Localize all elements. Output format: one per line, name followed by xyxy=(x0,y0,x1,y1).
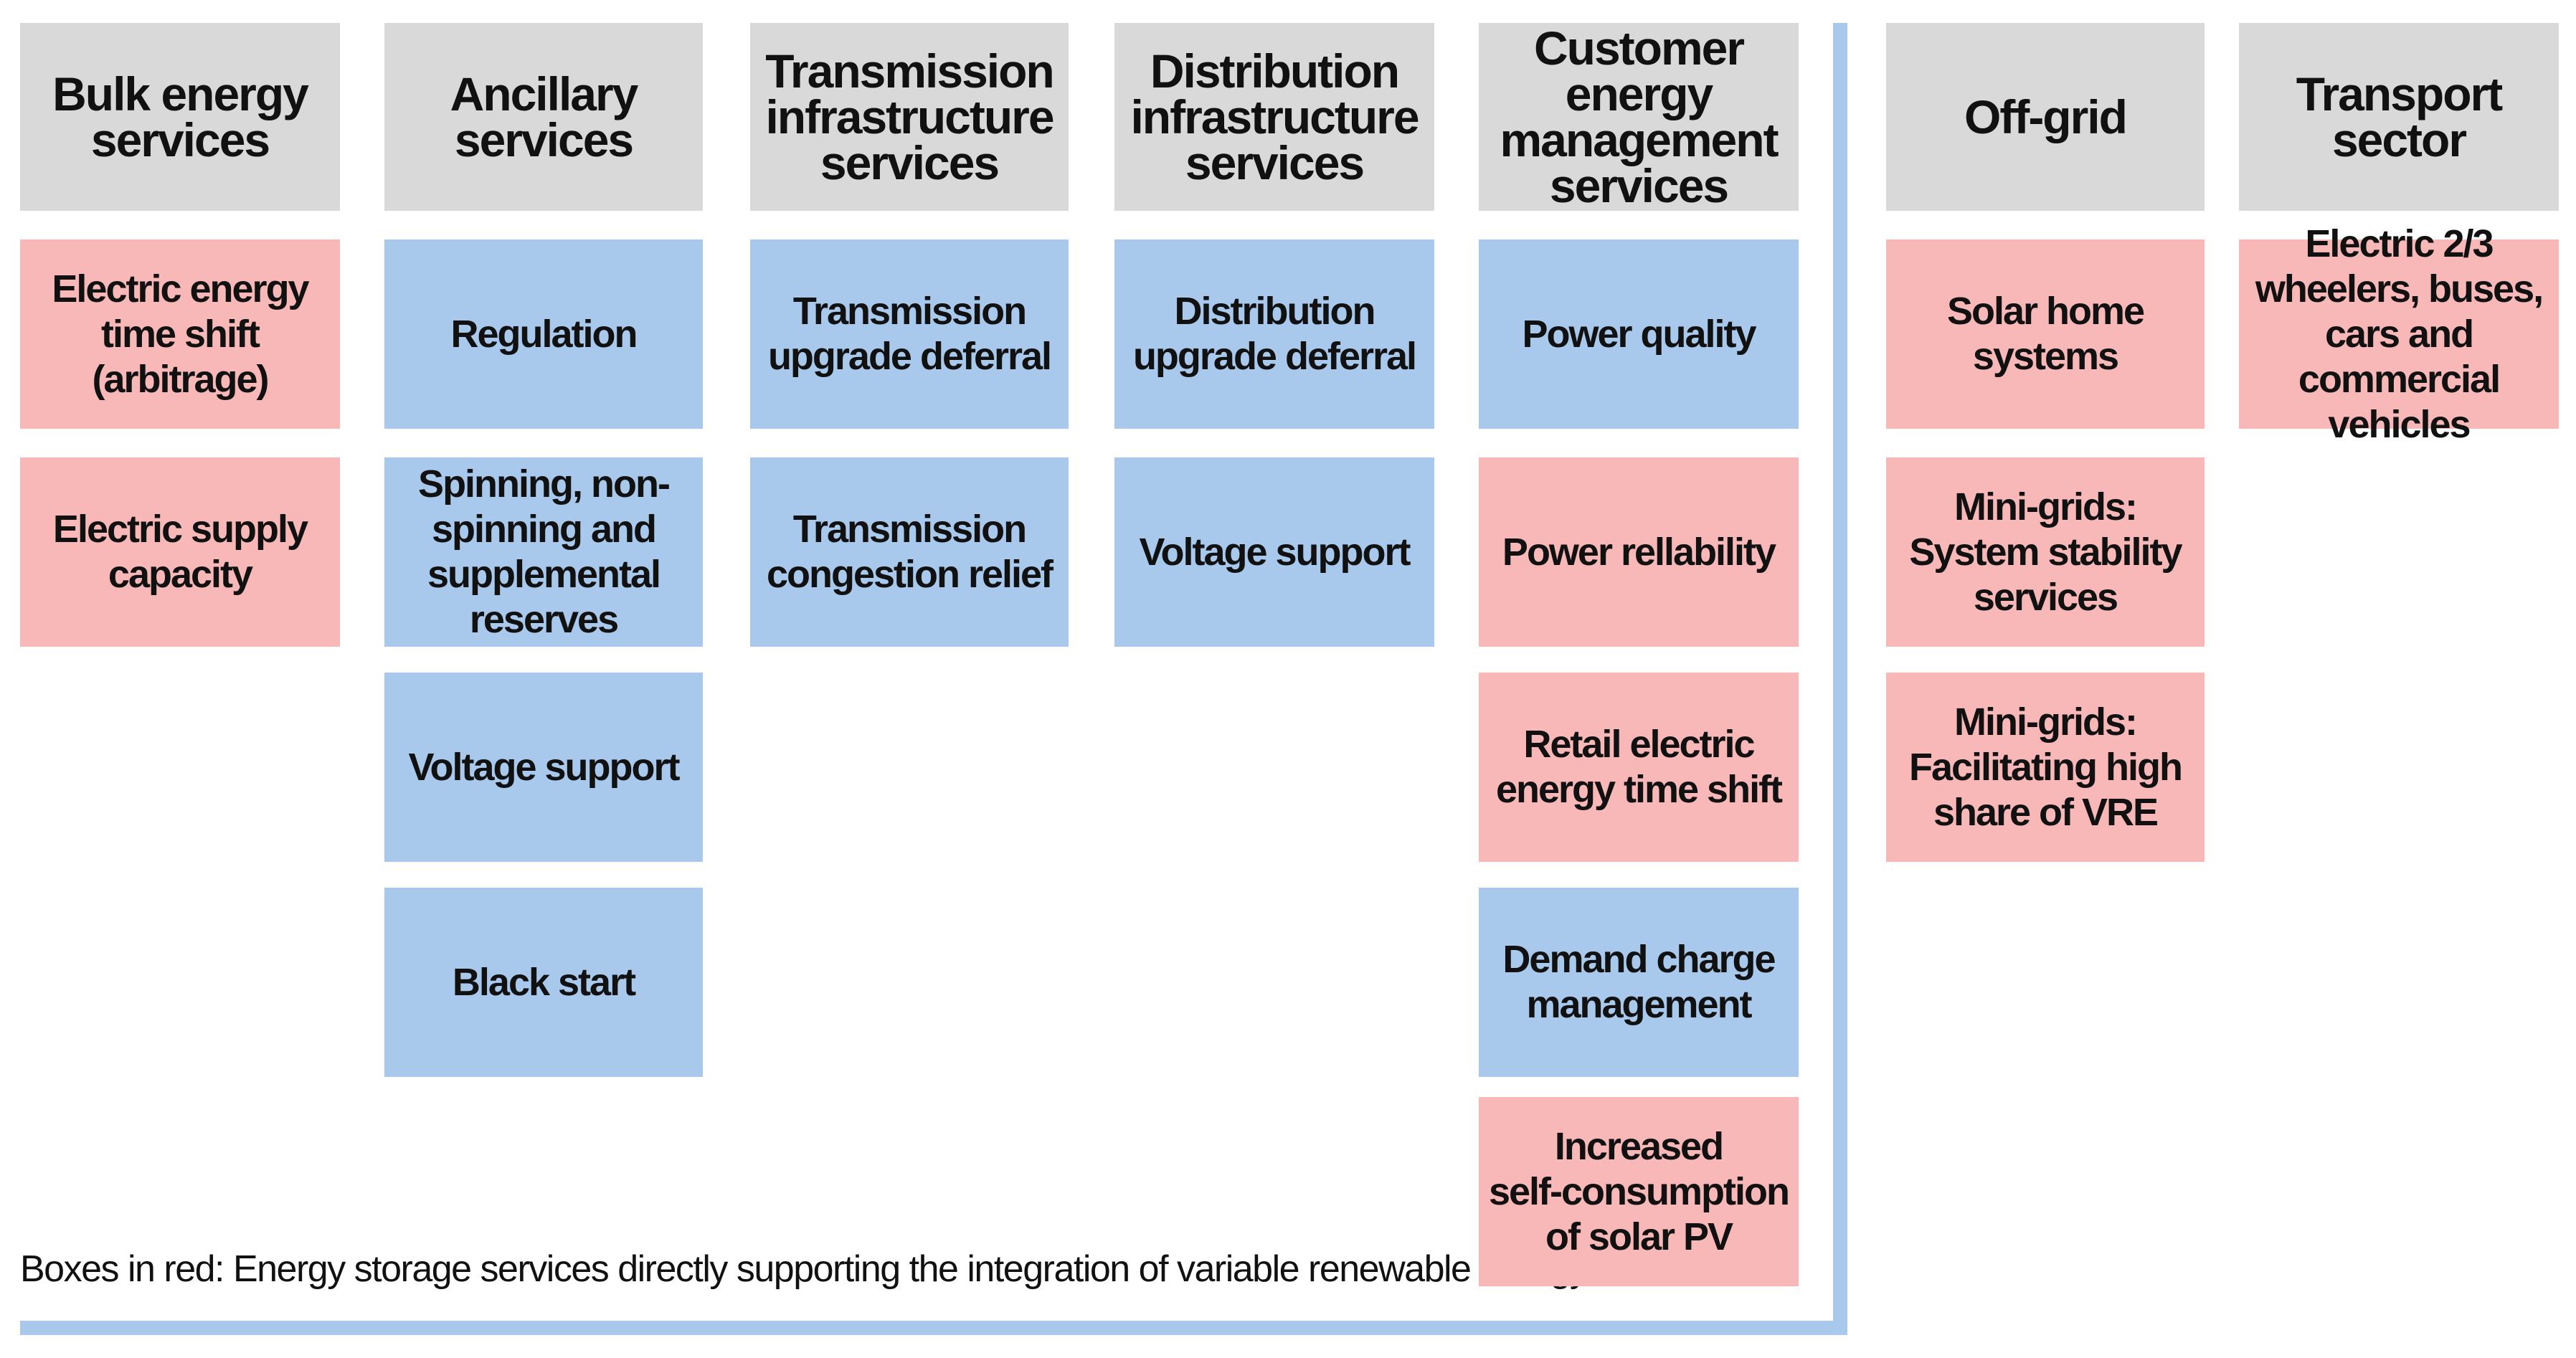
column-header-bulk-energy-services: Bulk energy services xyxy=(20,23,340,211)
ancillary-services-service-box-label: Black start xyxy=(452,960,636,1004)
ancillary-services-service-box: Voltage support xyxy=(384,673,703,862)
off-grid-service-box: Mini-grids: System stability services xyxy=(1886,457,2205,647)
ancillary-services-service-box-label: Spinning, non- spinning and supplemental… xyxy=(418,462,671,641)
grid-services-frame-right xyxy=(1833,23,1847,1335)
transport-sector-service-box-label: Electric 2/3 wheelers, buses, cars and c… xyxy=(2255,222,2544,446)
column-header-distribution-infrastructure-services: Distribution infrastructure services xyxy=(1114,23,1434,211)
column-header-bulk-energy-services-label: Bulk energy services xyxy=(52,67,309,166)
bulk-energy-services-service-box-label: Electric supply capacity xyxy=(52,508,308,596)
customer-energy-management-services-service-box: Demand charge management xyxy=(1479,888,1799,1077)
customer-energy-management-services-service-box: Increased self-consumption of solar PV xyxy=(1479,1097,1799,1286)
off-grid-service-box: Solar home systems xyxy=(1886,239,2205,429)
transport-sector-service-box: Electric 2/3 wheelers, buses, cars and c… xyxy=(2239,222,2559,446)
customer-energy-management-services-service-box-label: Increased self-consumption of solar PV xyxy=(1488,1124,1790,1258)
column-header-transport-sector-label: Transport sector xyxy=(2296,67,2503,166)
column-header-transport-sector: Transport sector xyxy=(2239,23,2559,211)
off-grid-service-box-label: Mini-grids: System stability services xyxy=(1909,485,2182,619)
customer-energy-management-services-service-box: Retail electric energy time shift xyxy=(1479,673,1799,862)
distribution-infrastructure-services-service-box-label: Distribution upgrade deferral xyxy=(1132,290,1417,378)
off-grid-service-box: Mini-grids: Facilitating high share of V… xyxy=(1886,673,2205,862)
grid-services-frame-bottom xyxy=(20,1321,1847,1335)
column-header-ancillary-services: Ancillary services xyxy=(384,23,703,211)
ancillary-services-service-box: Black start xyxy=(384,888,703,1077)
customer-energy-management-services-service-box: Power rellability xyxy=(1479,457,1799,647)
column-header-ancillary-services-label: Ancillary services xyxy=(450,67,639,166)
ancillary-services-service-box: Spinning, non- spinning and supplemental… xyxy=(384,457,703,647)
bulk-energy-services-service-box: Electric supply capacity xyxy=(20,457,340,647)
off-grid-service-box-label: Solar home systems xyxy=(1946,290,2145,378)
customer-energy-management-services-service-box-label: Power rellability xyxy=(1502,530,1776,574)
transmission-infrastructure-services-service-box-label: Transmission congestion relief xyxy=(766,508,1053,596)
customer-energy-management-services-service-box-label: Power quality xyxy=(1522,312,1756,356)
distribution-infrastructure-services-service-box: Distribution upgrade deferral xyxy=(1114,239,1434,429)
bulk-energy-services-service-box-label: Electric energy time shift (arbitrage) xyxy=(52,267,309,401)
column-header-off-grid: Off-grid xyxy=(1886,23,2205,211)
transmission-infrastructure-services-service-box: Transmission upgrade deferral xyxy=(750,239,1069,429)
legend-footnote: Boxes in red: Energy storage services di… xyxy=(20,1248,1588,1290)
off-grid-service-box-label: Mini-grids: Facilitating high share of V… xyxy=(1909,700,2183,834)
column-header-transmission-infrastructure-services-label: Transmission infrastructure services xyxy=(765,44,1054,189)
customer-energy-management-services-service-box: Power quality xyxy=(1479,239,1799,429)
bulk-energy-services-service-box: Electric energy time shift (arbitrage) xyxy=(20,239,340,429)
customer-energy-management-services-service-box-label: Demand charge management xyxy=(1502,938,1776,1026)
ancillary-services-service-box: Regulation xyxy=(384,239,703,429)
column-header-customer-energy-management-services: Customer energy management services xyxy=(1479,23,1799,211)
ancillary-services-service-box-label: Regulation xyxy=(450,312,638,356)
column-header-customer-energy-management-services-label: Customer energy management services xyxy=(1500,22,1779,212)
distribution-infrastructure-services-service-box-label: Voltage support xyxy=(1139,530,1411,574)
transmission-infrastructure-services-service-box-label: Transmission upgrade deferral xyxy=(767,290,1052,378)
customer-energy-management-services-service-box-label: Retail electric energy time shift xyxy=(1495,723,1783,811)
ancillary-services-service-box-label: Voltage support xyxy=(408,745,680,789)
column-header-distribution-infrastructure-services-label: Distribution infrastructure services xyxy=(1130,44,1419,189)
transmission-infrastructure-services-service-box: Transmission congestion relief xyxy=(750,457,1069,647)
column-header-transmission-infrastructure-services: Transmission infrastructure services xyxy=(750,23,1069,211)
distribution-infrastructure-services-service-box: Voltage support xyxy=(1114,457,1434,647)
column-header-off-grid-label: Off-grid xyxy=(1964,90,2128,143)
